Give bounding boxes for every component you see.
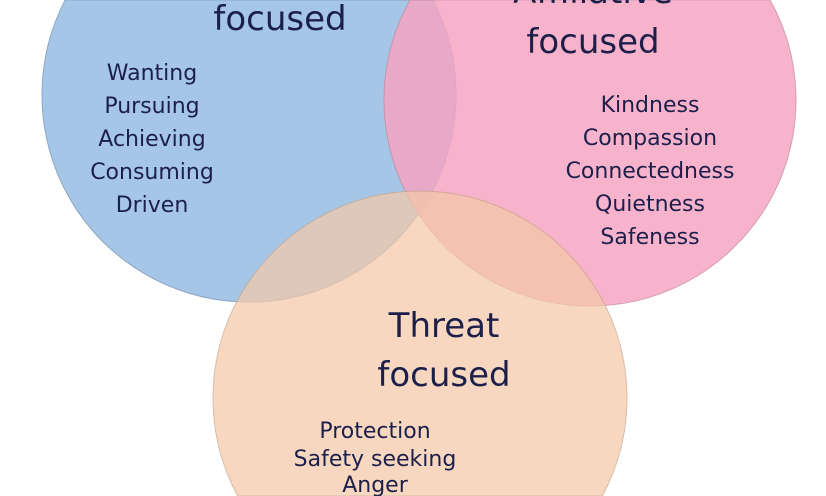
list-item: Connectedness <box>566 159 735 184</box>
list-item: Protection <box>319 419 430 444</box>
list-item: Safety seeking <box>294 447 457 472</box>
affiliative-title-2: focused <box>526 22 659 62</box>
drive-title: focused <box>213 0 346 39</box>
list-item: Consuming <box>90 160 214 185</box>
list-item: Pursuing <box>104 94 199 119</box>
list-item: Kindness <box>601 93 700 118</box>
affiliative-title: Affiliative <box>513 0 673 12</box>
threat-list: Protection Safety seeking Anger <box>294 419 457 496</box>
list-item: Anger <box>342 473 408 496</box>
list-item: Achieving <box>98 127 205 152</box>
list-item: Wanting <box>107 61 197 86</box>
threat-circle <box>212 190 628 496</box>
list-item: Safeness <box>600 225 699 250</box>
list-item: Driven <box>116 193 189 218</box>
threat-title: Threat <box>388 306 500 346</box>
list-item: Quietness <box>595 192 705 217</box>
affiliative-list: Kindness Compassion Connectedness Quietn… <box>566 93 735 250</box>
list-item: Compassion <box>583 126 717 151</box>
threat-title-2: focused <box>377 355 510 395</box>
drive-list: Wanting Pursuing Achieving Consuming Dri… <box>90 61 214 218</box>
